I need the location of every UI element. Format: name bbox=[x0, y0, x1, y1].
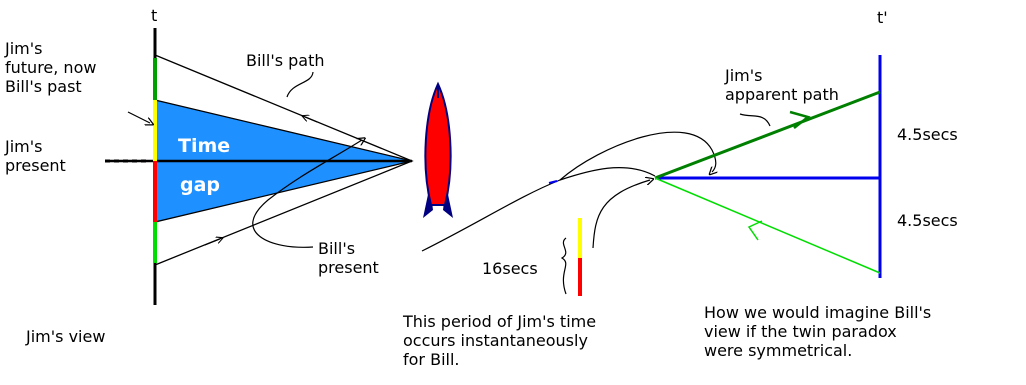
jims-present-label: Jim's present bbox=[5, 137, 66, 175]
time-gap-label-line2: gap bbox=[180, 174, 220, 196]
time-gap-label-line1: Time bbox=[178, 135, 230, 157]
t-axis-label: t bbox=[151, 6, 157, 25]
bills-present-label: Bill's present bbox=[318, 239, 379, 277]
jims-future-label: Jim's future, now Bill's past bbox=[5, 39, 96, 96]
bills-path-label: Bill's path bbox=[246, 51, 325, 70]
period-pointer bbox=[593, 180, 650, 248]
upper-interval-label: 4.5secs bbox=[897, 125, 958, 144]
jims-future-pointer bbox=[128, 112, 150, 123]
return-path-arrow bbox=[749, 221, 762, 240]
jims-apparent-path-return bbox=[655, 178, 880, 273]
period-brace bbox=[562, 238, 566, 294]
bills-path-pointer bbox=[287, 72, 313, 97]
blue-tick bbox=[549, 181, 557, 183]
right-caption: How we would imagine Bill's view if the … bbox=[704, 303, 931, 360]
t-prime-axis-label: t' bbox=[877, 8, 888, 27]
duration-label: 16secs bbox=[482, 259, 538, 278]
simultaneity-curve bbox=[422, 168, 655, 251]
apparent-path-pointer bbox=[740, 114, 770, 126]
rocket-icon bbox=[423, 84, 453, 218]
bills-path-arrow-upper bbox=[305, 117, 317, 122]
jims-view-label: Jim's view bbox=[26, 327, 105, 346]
jims-apparent-path-label: Jim's apparent path bbox=[725, 66, 839, 104]
jims-apparent-path-out bbox=[655, 92, 880, 178]
bills-path-arrow-lower bbox=[205, 239, 220, 245]
middle-caption: This period of Jim's time occurs instant… bbox=[403, 312, 596, 369]
lower-interval-label: 4.5secs bbox=[897, 211, 958, 230]
